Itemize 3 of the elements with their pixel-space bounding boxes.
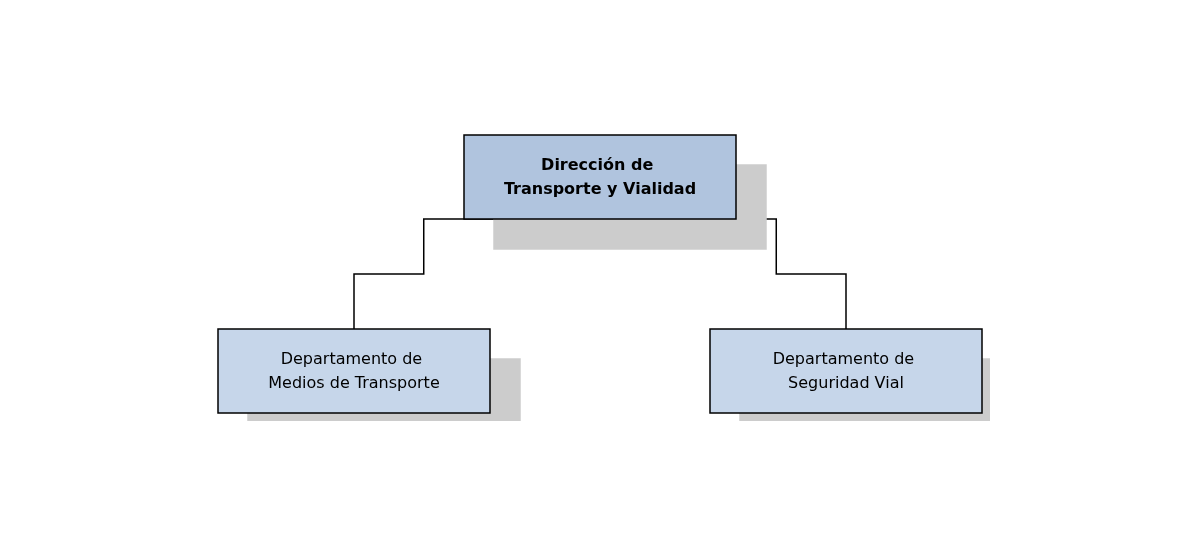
node-box: Dirección de Transporte y Vialidad: [463, 134, 737, 220]
node-box: Departamento de Medios de Transporte: [217, 328, 491, 414]
node-box: Departamento de Seguridad Vial: [709, 328, 983, 414]
